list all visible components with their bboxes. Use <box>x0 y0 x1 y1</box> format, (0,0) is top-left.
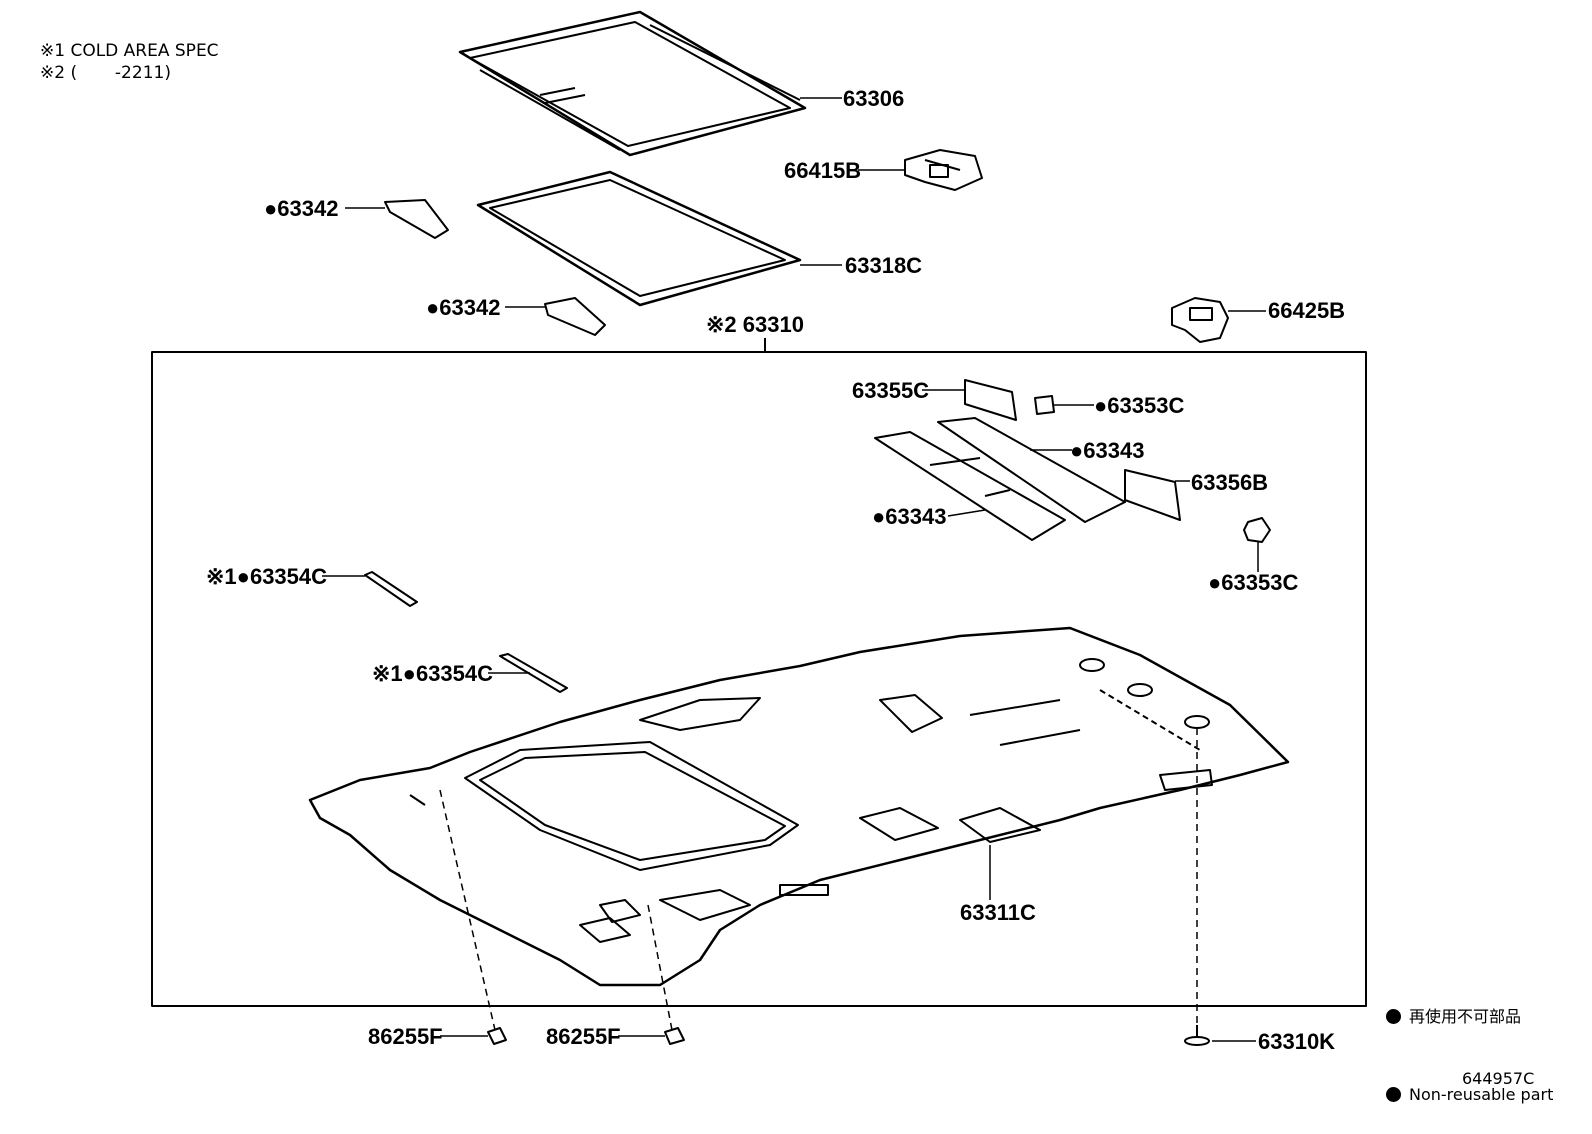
pad-63356B-drawing <box>1124 469 1181 521</box>
label-66425B: 66425B <box>1268 298 1345 323</box>
pad-63355C-drawing <box>964 379 1017 421</box>
headliner-63311C-drawing <box>308 626 1290 987</box>
clip-86255F-right-drawing <box>664 1027 685 1045</box>
bracket-66415B-drawing <box>904 149 983 191</box>
screw-63310K-drawing <box>1184 1025 1210 1046</box>
label-63355C: 63355C <box>852 378 929 403</box>
label-86255F-right: 86255F <box>546 1024 621 1049</box>
clip-86255F-left-drawing <box>487 1027 507 1045</box>
diagram-code: 644957C <box>1462 1069 1535 1088</box>
assembly-box <box>151 351 1367 1007</box>
bullet-icon <box>1386 1009 1401 1024</box>
legend-row-jp: 再使用不可部品 <box>1386 1004 1553 1030</box>
label-66415B: 66415B <box>784 158 861 183</box>
frame-63318C-drawing <box>476 170 802 307</box>
label-63353C-upper: ●63353C <box>1094 393 1184 418</box>
parts-diagram: 63306 66415B ●63342 63318C ●63342 ※2 633… <box>151 10 1367 1054</box>
label-63310: ※2 63310 <box>706 312 804 337</box>
clip-63353C-hex-drawing <box>1243 517 1271 543</box>
legend-jp: 再使用不可部品 <box>1409 1007 1522 1026</box>
label-63354C-upper: ※1●63354C <box>206 564 327 589</box>
bullet-icon <box>1386 1087 1401 1102</box>
pad-63342-lower-drawing <box>544 297 606 336</box>
label-63356B: 63356B <box>1191 470 1268 495</box>
strip-63354C-upper-drawing <box>364 571 418 607</box>
label-86255F-left: 86255F <box>368 1024 443 1049</box>
label-63310K: 63310K <box>1258 1029 1335 1054</box>
note-cold-area-spec: ※1 COLD AREA SPEC <box>40 41 219 61</box>
label-63306: 63306 <box>843 86 904 111</box>
label-63318C: 63318C <box>845 253 922 278</box>
label-63354C-lower: ※1●63354C <box>372 661 493 686</box>
label-63311C: 63311C <box>960 900 1036 925</box>
strip-63354C-lower-drawing <box>499 653 568 693</box>
strip-63343-b-drawing <box>874 431 1066 541</box>
strip-63343-a-drawing <box>937 417 1126 523</box>
label-63353C-lower: ●63353C <box>1208 570 1298 595</box>
pad-63342-upper-drawing <box>384 199 449 239</box>
note-serial-range: ※2 ( -2211) <box>40 63 171 83</box>
bracket-66425B-drawing <box>1171 297 1229 343</box>
legend: 再使用不可部品 Non-reusable part <box>1386 952 1553 1134</box>
label-63343-lower: ●63343 <box>872 504 946 529</box>
sunshade-panel-drawing <box>458 10 807 157</box>
label-63342-lower: ●63342 <box>426 295 500 320</box>
clip-63353C-drawing <box>1034 395 1055 415</box>
label-63343-upper: ●63343 <box>1070 438 1144 463</box>
label-63342-upper: ●63342 <box>264 196 338 221</box>
